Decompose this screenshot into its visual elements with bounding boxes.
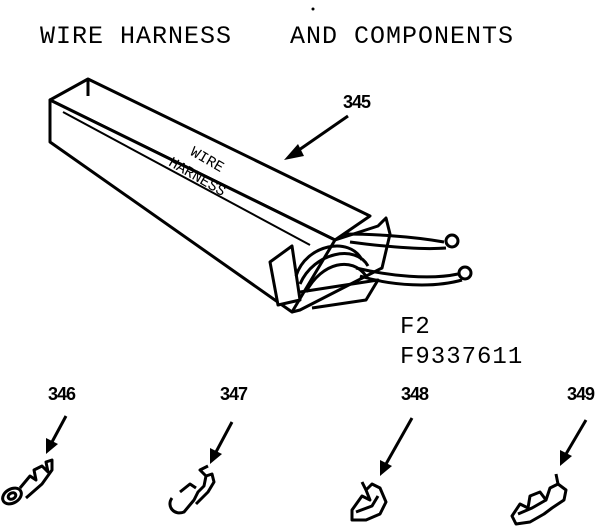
wire-lead-1 (343, 232, 445, 244)
ring-end-1 (444, 233, 460, 249)
box-bottom-flap (299, 278, 380, 310)
terminal-ring (1, 458, 54, 506)
stray-dot (311, 7, 315, 11)
box-side-flap (268, 244, 302, 307)
box-inner-edge (62, 111, 311, 246)
wire-coil (294, 232, 473, 293)
coil-loop-3 (304, 262, 368, 293)
callout-terminal-c: 348 (401, 384, 429, 404)
ring-end-2 (457, 265, 473, 281)
arrow-terminal-b (210, 421, 234, 464)
wire-lead-4 (359, 274, 463, 287)
callout-terminal-a: 346 (48, 384, 76, 404)
code-line2: F9337611 (400, 344, 524, 371)
terminal-flag (350, 481, 388, 522)
terminal-hook (168, 464, 216, 515)
callout-terminal-d: 349 (567, 384, 595, 404)
harness-box (48, 77, 392, 314)
title-right: AND COMPONENTS (290, 22, 515, 51)
arrow-terminal-a (46, 415, 68, 454)
callout-harness: 345 (343, 92, 371, 112)
arrow-terminal-c (380, 417, 414, 476)
arrow-terminal-d (560, 419, 588, 466)
coil-loop-2 (298, 252, 370, 285)
title-left: WIRE HARNESS (40, 22, 233, 51)
code-line1: F2 (400, 314, 431, 341)
harness-arrow (284, 114, 349, 160)
box-open-end (291, 216, 392, 314)
terminal-angle (510, 473, 568, 526)
callout-terminal-b: 347 (220, 384, 248, 404)
wire-lead-2 (349, 240, 447, 251)
coil-loop-1 (294, 244, 364, 277)
wire-lead-3 (355, 266, 459, 279)
